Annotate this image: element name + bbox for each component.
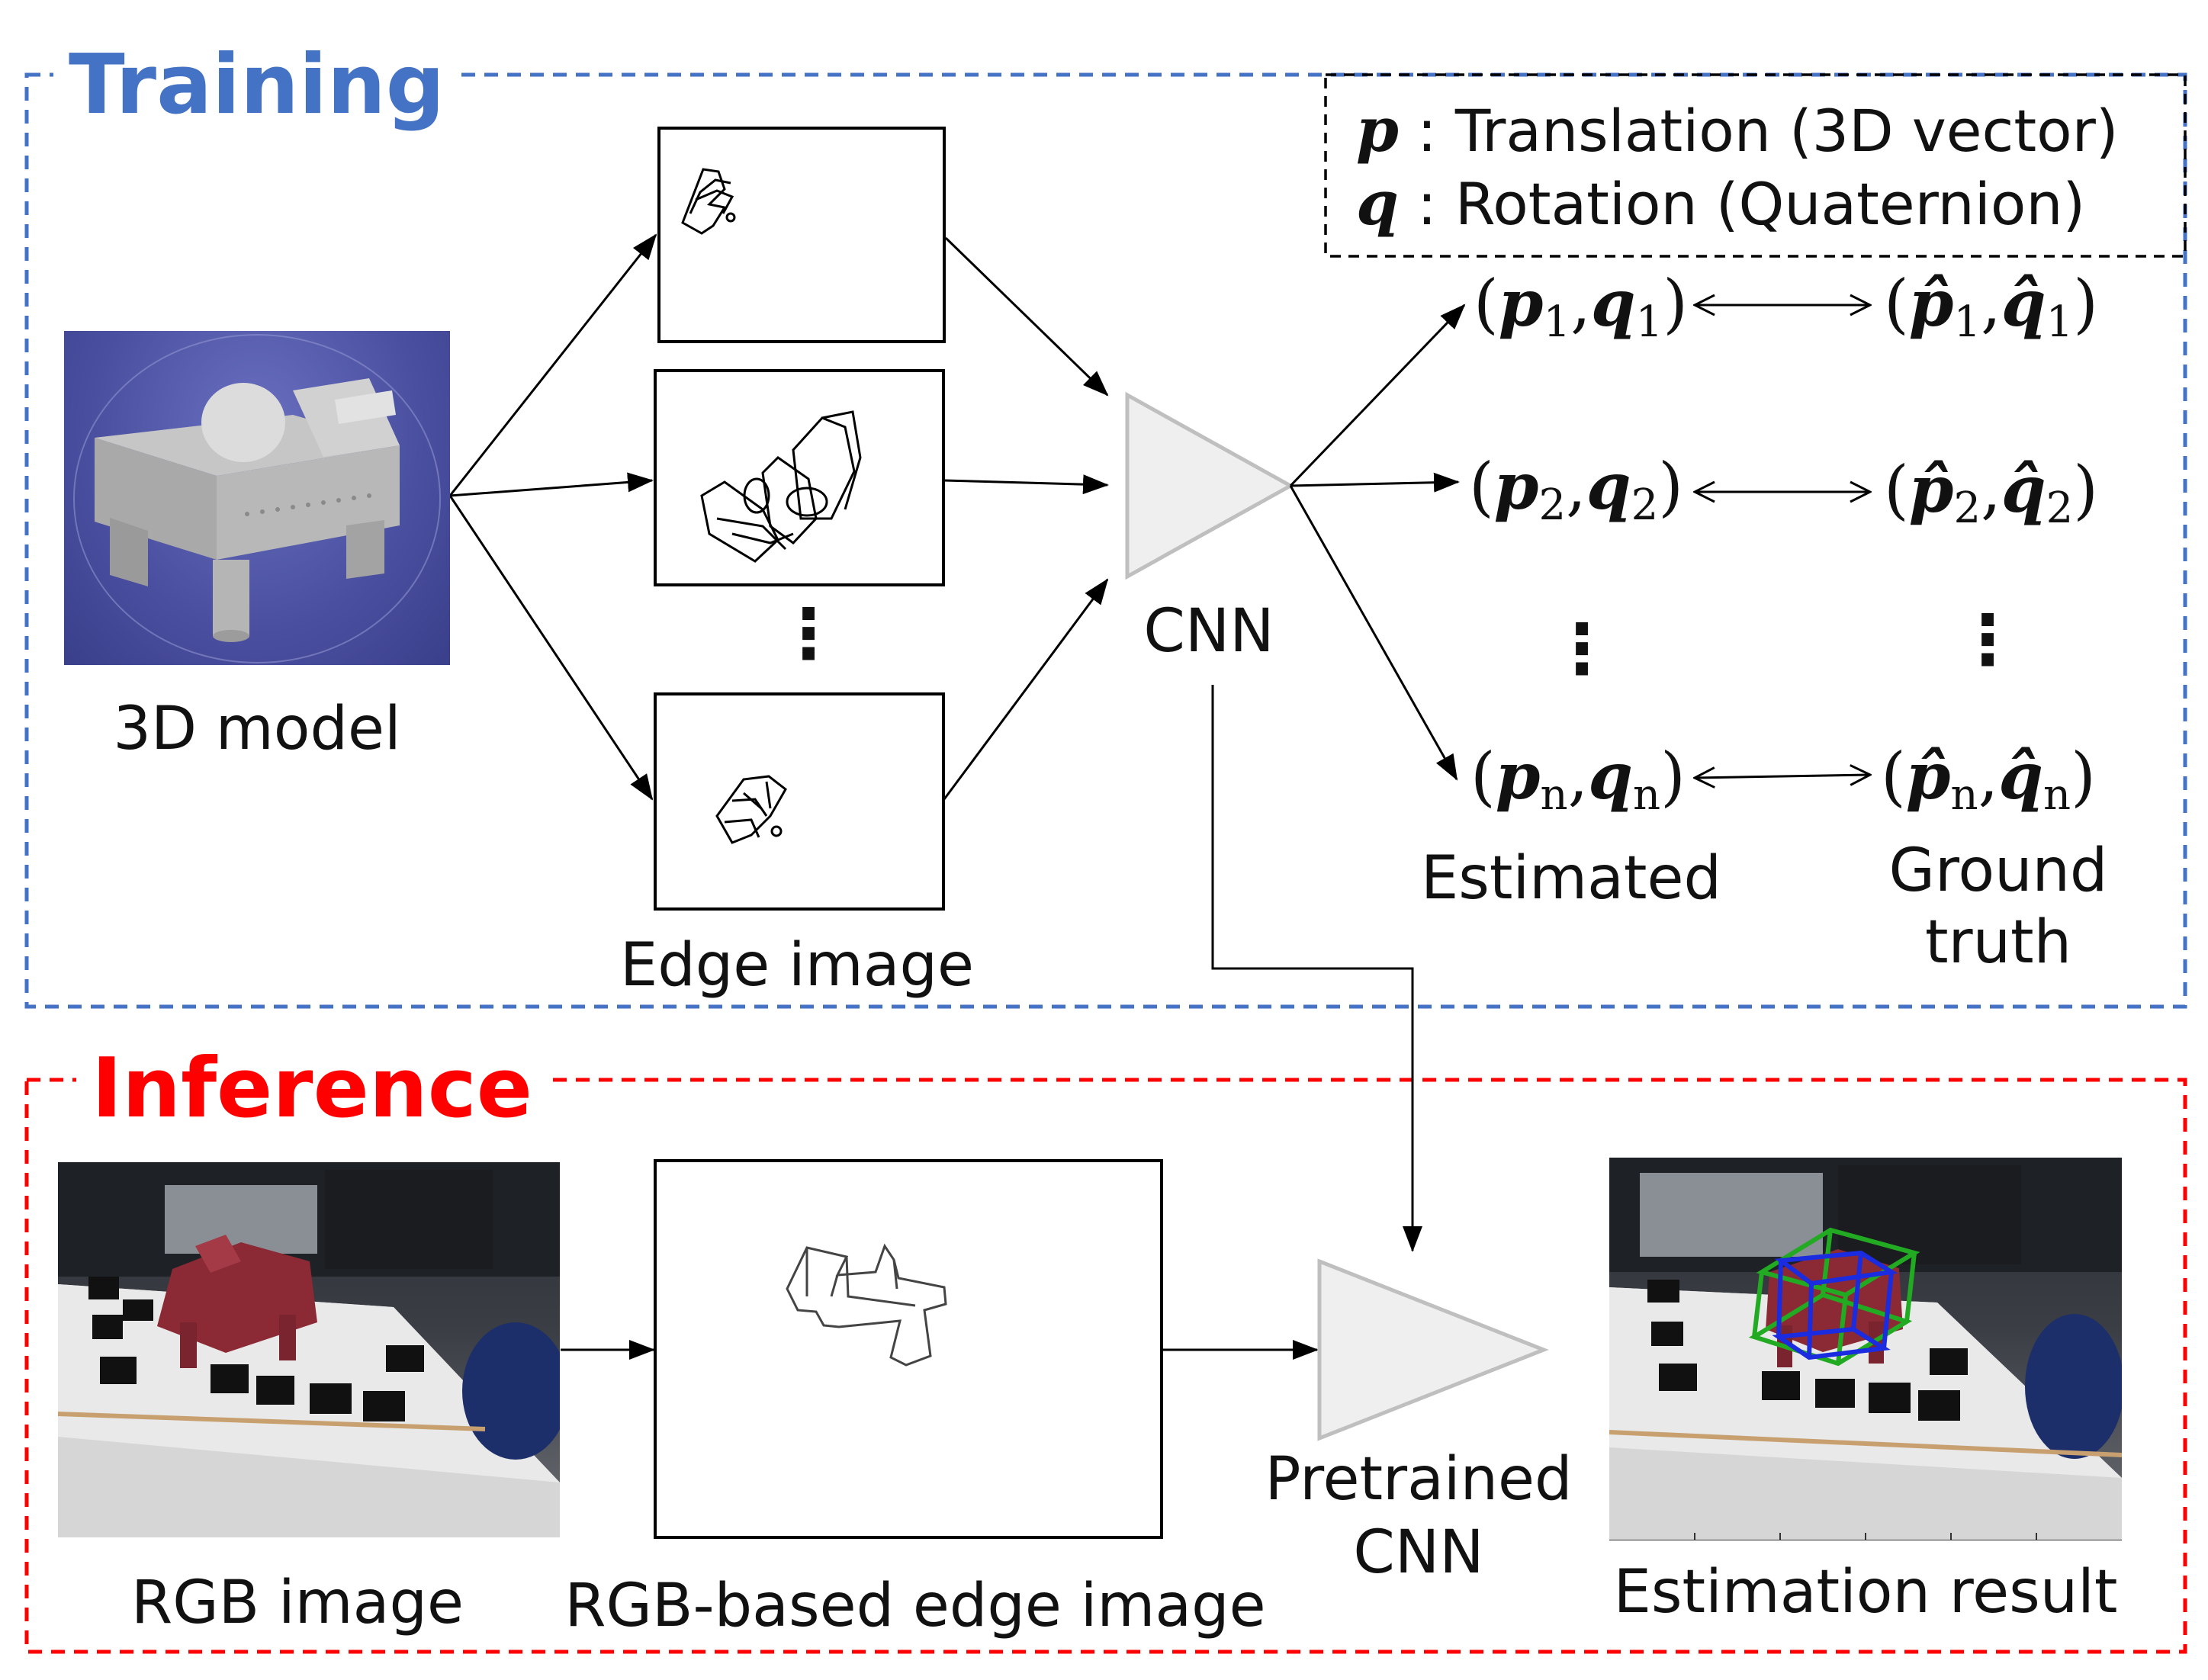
arrow-edgen-to-cnn bbox=[943, 578, 1109, 800]
edge-image-frame-2 bbox=[654, 369, 945, 586]
legend-p-text: : Translation (3D vector) bbox=[1417, 97, 2119, 165]
training-border bbox=[24, 72, 2187, 1009]
model-drawing bbox=[73, 334, 441, 663]
legend-p: p : Translation (3D vector) bbox=[1356, 99, 2119, 160]
arrow-edge1-to-cnn bbox=[944, 236, 1109, 397]
training-title: Training bbox=[53, 44, 461, 127]
legend-p-symbol: p bbox=[1356, 94, 1399, 165]
rgb-edge-label: RGB-based edge image bbox=[564, 1572, 1266, 1640]
arrow-model-to-edge-n bbox=[448, 495, 654, 801]
ground-truth-label-line1: Ground bbox=[1888, 837, 2108, 905]
edge-image-frame-n bbox=[654, 692, 945, 911]
ground-truth-2: (p̂2,q̂2) bbox=[1884, 451, 2099, 533]
edge-dots: ⋮ bbox=[774, 594, 843, 674]
arrow-cnn-to-est-n bbox=[1289, 485, 1458, 781]
legend-q-symbol: q bbox=[1356, 167, 1399, 239]
estimate-n: (pn,qn) bbox=[1470, 738, 1686, 820]
inference-title: Inference bbox=[76, 1048, 548, 1130]
inference-border bbox=[24, 1078, 2187, 1654]
rgb-image-label: RGB image bbox=[131, 1569, 464, 1637]
edge-image-label: Edge image bbox=[619, 931, 975, 1000]
arrow-model-to-edge-2 bbox=[449, 472, 654, 497]
cnn-to-pretrained-connector bbox=[1211, 685, 1422, 1252]
arrow-edge2-to-cnn bbox=[943, 474, 1109, 495]
edge-image-frame-1 bbox=[657, 127, 946, 343]
pretrained-cnn-label-line2: CNN bbox=[1353, 1518, 1484, 1587]
cnn-label: CNN bbox=[1143, 597, 1274, 666]
cnn-triangle bbox=[1125, 391, 1295, 580]
estimate-1: (p1,q1) bbox=[1474, 265, 1689, 347]
ground-truth-dots: ⋮ bbox=[1953, 600, 2022, 680]
estimation-result-label: Estimation result bbox=[1613, 1558, 2118, 1627]
estimate-2: (p2,q2) bbox=[1469, 448, 1684, 530]
arrow-cnn-to-est-1 bbox=[1289, 304, 1466, 487]
pretrained-cnn-triangle bbox=[1317, 1258, 1549, 1441]
rgb-photo bbox=[58, 1162, 560, 1537]
legend-border bbox=[1324, 73, 2187, 258]
estimate-dots: ⋮ bbox=[1548, 609, 1616, 689]
compare-arrow-n bbox=[1695, 775, 1870, 778]
model-label: 3D model bbox=[113, 695, 401, 763]
legend-q: q : Rotation (Quaternion) bbox=[1356, 172, 2085, 233]
rgb-photo-drawing bbox=[58, 1162, 560, 1537]
ground-truth-1: (p̂1,q̂1) bbox=[1884, 265, 2099, 347]
rgb-edge-frame bbox=[654, 1159, 1163, 1539]
model-render-image bbox=[64, 331, 450, 665]
result-photo-drawing bbox=[1609, 1158, 2122, 1540]
arrow-cnn-to-est-2 bbox=[1290, 472, 1460, 493]
estimated-label: Estimated bbox=[1420, 844, 1722, 913]
ground-truth-label-line2: truth bbox=[1924, 908, 2072, 977]
estimation-result-photo bbox=[1609, 1158, 2122, 1540]
legend-q-text: : Rotation (Quaternion) bbox=[1417, 170, 2086, 238]
pretrained-cnn-label-line1: Pretrained bbox=[1265, 1445, 1573, 1514]
arrow-model-to-edge-1 bbox=[448, 233, 657, 496]
ground-truth-n: (p̂n,q̂n) bbox=[1881, 738, 2096, 820]
